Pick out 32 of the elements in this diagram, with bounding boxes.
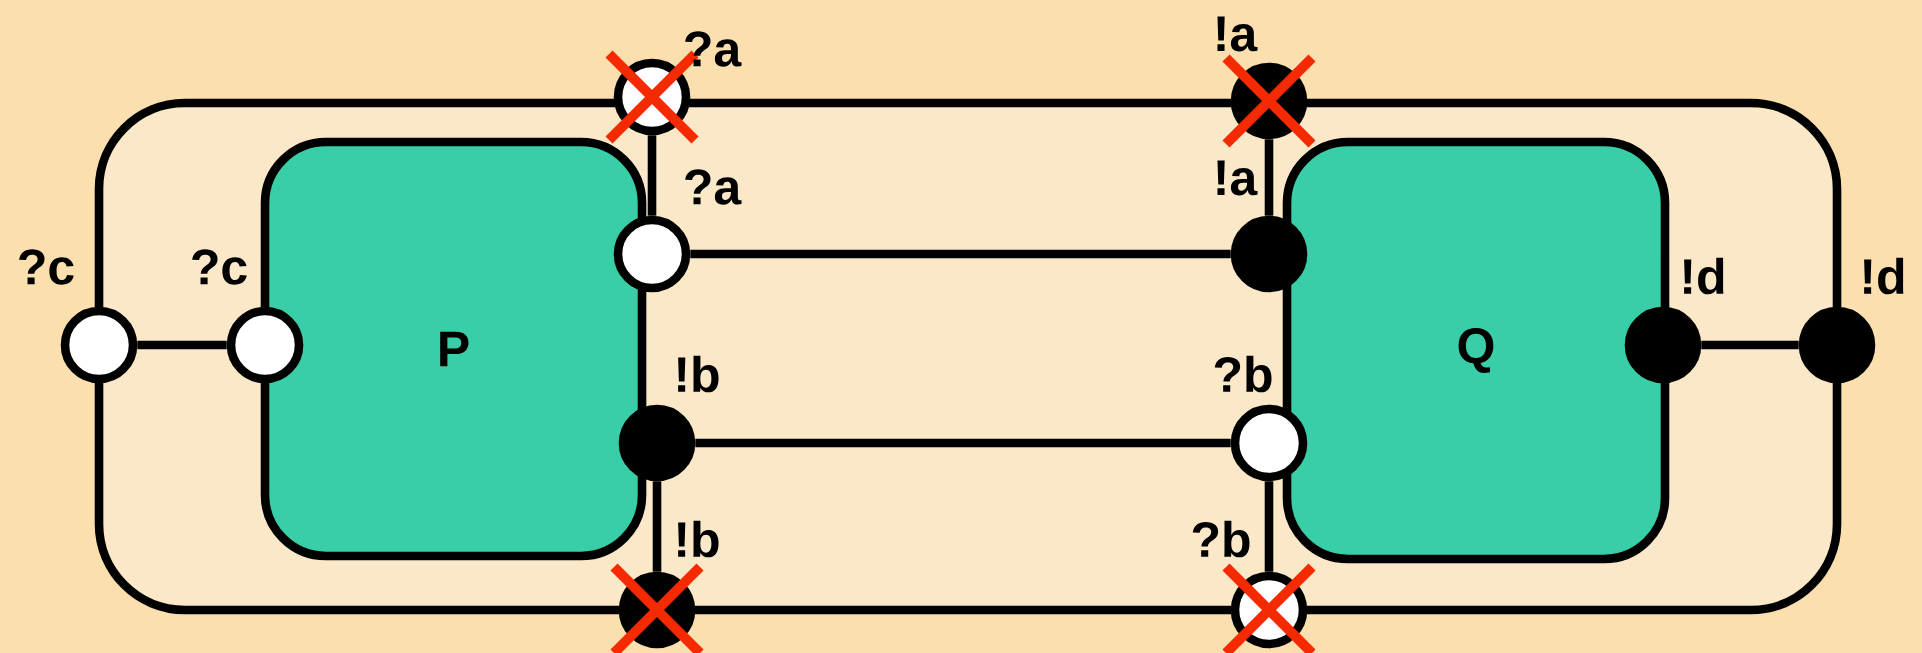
port-label: ?a	[685, 31, 742, 67]
port-label: !d	[1864, 257, 1904, 295]
port-circle	[613, 215, 691, 293]
port-label: !d	[1684, 257, 1724, 295]
port-circle	[60, 306, 138, 384]
port-label: ?a	[685, 169, 742, 205]
port-label: !a	[1217, 160, 1258, 196]
port-circle	[1230, 571, 1308, 649]
port-label: !a	[1217, 16, 1258, 52]
connector-line	[695, 438, 1231, 448]
port-circle	[226, 306, 304, 384]
port-label: ?b	[1214, 355, 1272, 393]
connector-line	[647, 135, 657, 216]
connector-line	[1264, 481, 1274, 572]
port-circle	[1624, 306, 1702, 384]
connector-line	[137, 340, 227, 350]
connector-line	[652, 481, 662, 572]
connector-line	[1701, 340, 1799, 350]
process-box: P	[260, 137, 647, 561]
connector-line	[1264, 139, 1274, 216]
port-circle	[618, 404, 696, 482]
port-label: !b	[678, 355, 719, 393]
port-circle	[1798, 306, 1876, 384]
port-circle	[618, 571, 696, 649]
port-circle	[1230, 215, 1308, 293]
port-label: ?b	[1192, 520, 1250, 558]
port-circle	[1230, 404, 1308, 482]
connector-line	[690, 249, 1231, 259]
process-box: Q	[1282, 137, 1670, 564]
port-label: ?c	[192, 249, 247, 285]
port-label: !b	[678, 520, 719, 558]
port-label: ?c	[19, 249, 74, 285]
